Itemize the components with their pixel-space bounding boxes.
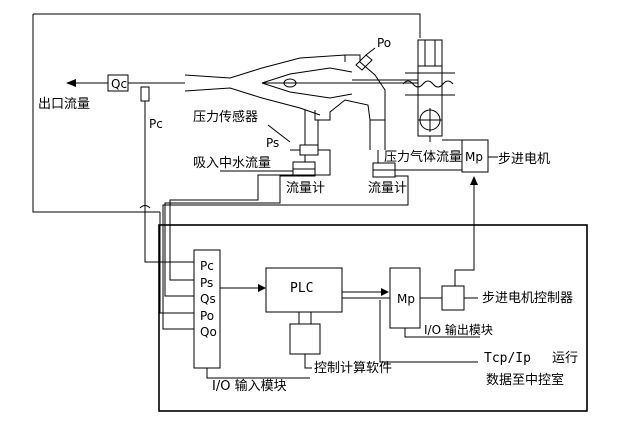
- pc-sensor: [140, 86, 150, 102]
- valve-actuator: [402, 39, 462, 142]
- io-output-module-label: I/O 输出模块: [424, 322, 493, 337]
- control-software-box: [289, 323, 321, 355]
- ps-sensor-box: [299, 144, 319, 156]
- outlet-line: [66, 79, 185, 87]
- qc-label: Qc: [111, 77, 127, 91]
- ps-field-label: Ps: [266, 136, 279, 150]
- field-frame: [32, 13, 421, 213]
- control-cabinet-frame: [158, 224, 588, 412]
- tcp-ip-label: Tcp/Ip: [484, 351, 531, 366]
- control-software-label: 控制计算软件: [314, 361, 392, 376]
- stepper-motor-box: [461, 139, 489, 173]
- pc-field-label: Pc: [149, 117, 163, 131]
- jet-pump-body: [184, 47, 418, 150]
- flowmeter-1-label: 流量计: [286, 181, 325, 196]
- plc-box: [265, 267, 343, 313]
- plc-label: PLC: [290, 281, 313, 296]
- stepper-controller-box: [441, 285, 465, 311]
- signal-lines: [139, 36, 421, 330]
- pressure-gas-flow-label: 压力气体流量: [384, 149, 462, 165]
- pressure-sensor-label: 压力传感器: [193, 109, 258, 125]
- stepper-motor-label: 步进电机: [498, 152, 550, 167]
- mp-module-label: Mp: [397, 292, 415, 306]
- stepper-controller-label: 步进电机控制器: [482, 291, 573, 306]
- data-to-control-room-label: 数据至中控室: [486, 372, 564, 388]
- io-input-module-label: I/O 输入模块: [212, 378, 287, 394]
- io-input-qs: Qs: [200, 292, 216, 306]
- po-field-label: Po: [377, 36, 391, 50]
- io-input-module: [193, 249, 221, 369]
- io-input-qo: Qo: [200, 325, 217, 339]
- qc-sensor-box: [107, 74, 129, 92]
- flowmeter-2-label: 流量计: [368, 181, 407, 196]
- outlet-flow-label: 出口流量: [38, 97, 90, 112]
- io-input-po: Po: [200, 309, 214, 323]
- mp-module-box: [389, 267, 421, 329]
- mp-motor-label: Mp: [465, 150, 483, 164]
- running-label: 运行: [552, 351, 578, 366]
- io-input-ps: Ps: [200, 276, 213, 290]
- suction-water-flow-label: 吸入中水流量: [193, 156, 271, 171]
- io-input-pc: Pc: [200, 259, 214, 273]
